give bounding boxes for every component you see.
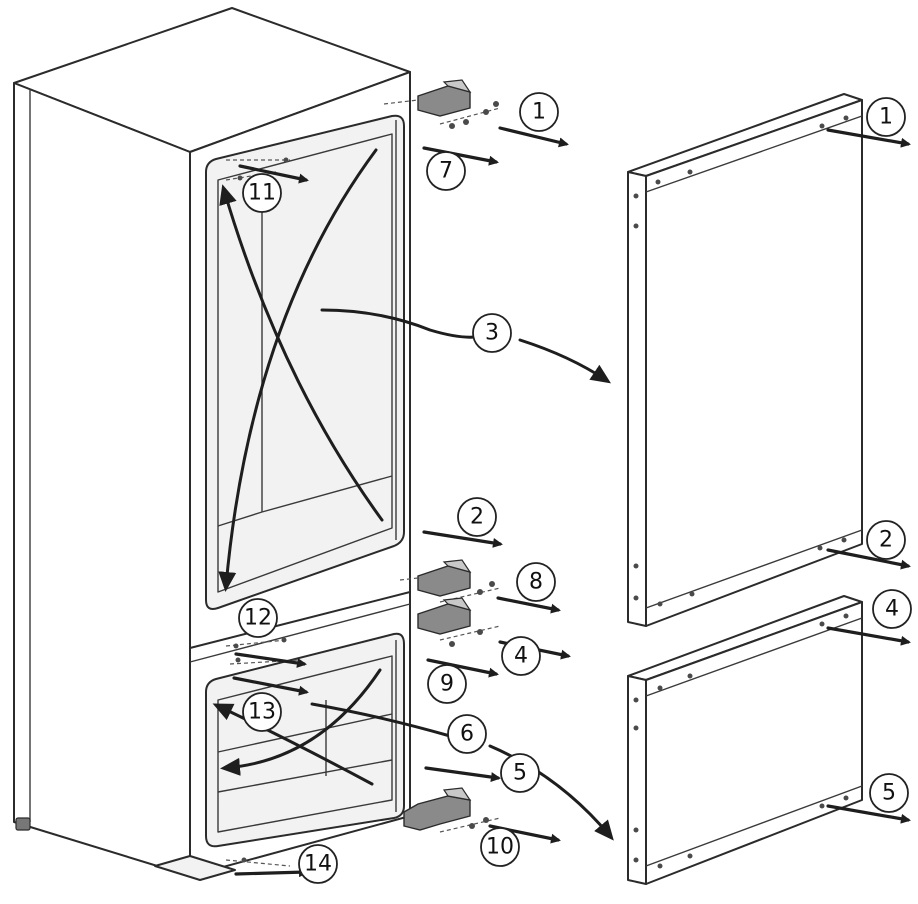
- svg-text:1: 1: [532, 100, 546, 125]
- callout-4-cabinet: 4: [501, 636, 541, 676]
- cabinet-foot: [15, 817, 31, 831]
- callout-4-door: 4: [872, 589, 912, 629]
- cabinet-base-plinth: [154, 855, 236, 881]
- top-hinge: [383, 79, 501, 129]
- callout-14: 14: [298, 844, 338, 884]
- svg-text:5: 5: [882, 781, 896, 806]
- callout-2-door: 2: [866, 520, 906, 560]
- callout-11: 11: [242, 173, 282, 213]
- arrow-9: [426, 658, 499, 678]
- arrow-2-door: [826, 548, 911, 570]
- door-transfer-arrows: [310, 308, 614, 841]
- middle-hinge-lower: [417, 597, 501, 647]
- arrow-8: [496, 596, 561, 614]
- svg-text:5: 5: [513, 761, 527, 786]
- arrow-7: [422, 146, 499, 166]
- middle-hinge-upper: [399, 559, 501, 603]
- arrow-13: [232, 676, 309, 696]
- callout-13: 13: [242, 692, 282, 732]
- callout-12: 12: [238, 598, 278, 638]
- arrow-3-head: [518, 338, 611, 384]
- arrow-4-door: [826, 626, 911, 646]
- arrow-3-tail: [320, 308, 490, 339]
- arrow-2-cabinet: [422, 530, 503, 548]
- svg-text:1: 1: [879, 105, 893, 130]
- svg-text:6: 6: [460, 722, 474, 747]
- callout-5-cabinet: 5: [500, 753, 540, 793]
- svg-text:13: 13: [248, 700, 276, 725]
- svg-text:4: 4: [514, 644, 528, 669]
- callout-2-cabinet: 2: [457, 497, 497, 537]
- arrow-12: [234, 652, 307, 668]
- callout-3: 3: [472, 313, 512, 353]
- arrow-1-cabinet: [498, 126, 569, 148]
- callout-5-door: 5: [869, 773, 909, 813]
- callout-9: 9: [427, 664, 467, 704]
- callout-8: 8: [516, 562, 556, 602]
- upper-door-swing-arrows: [218, 148, 384, 592]
- lower-door-swing-arrows: [212, 668, 382, 786]
- arrow-11: [238, 164, 309, 184]
- lower-door-panel: [627, 595, 911, 885]
- svg-text:12: 12: [244, 606, 272, 631]
- svg-text:8: 8: [529, 570, 543, 595]
- svg-text:9: 9: [440, 672, 454, 697]
- removal-arrows: [232, 126, 571, 878]
- svg-text:7: 7: [439, 159, 453, 184]
- svg-text:2: 2: [470, 505, 484, 530]
- svg-text:10: 10: [486, 835, 514, 860]
- arrow-5-door: [826, 804, 911, 824]
- callout-6: 6: [447, 714, 487, 754]
- svg-text:2: 2: [879, 528, 893, 553]
- callout-1-door: 1: [866, 97, 906, 137]
- arrow-6-tail: [310, 702, 452, 738]
- arrow-1-door: [826, 128, 911, 148]
- upper-compartment: [205, 114, 405, 610]
- callout-10: 10: [480, 827, 520, 867]
- callout-1-cabinet: 1: [519, 92, 559, 132]
- callout-7: 7: [426, 151, 466, 191]
- upper-door-panel: [627, 93, 911, 627]
- svg-text:3: 3: [485, 321, 499, 346]
- arrow-5-cabinet: [424, 766, 501, 782]
- bottom-hinge: [403, 787, 501, 833]
- arrow-14: [234, 867, 309, 878]
- arrow-6-head: [488, 744, 614, 841]
- svg-text:14: 14: [304, 852, 332, 877]
- svg-text:11: 11: [248, 181, 276, 206]
- lower-compartment: [189, 591, 411, 848]
- svg-text:4: 4: [885, 597, 899, 622]
